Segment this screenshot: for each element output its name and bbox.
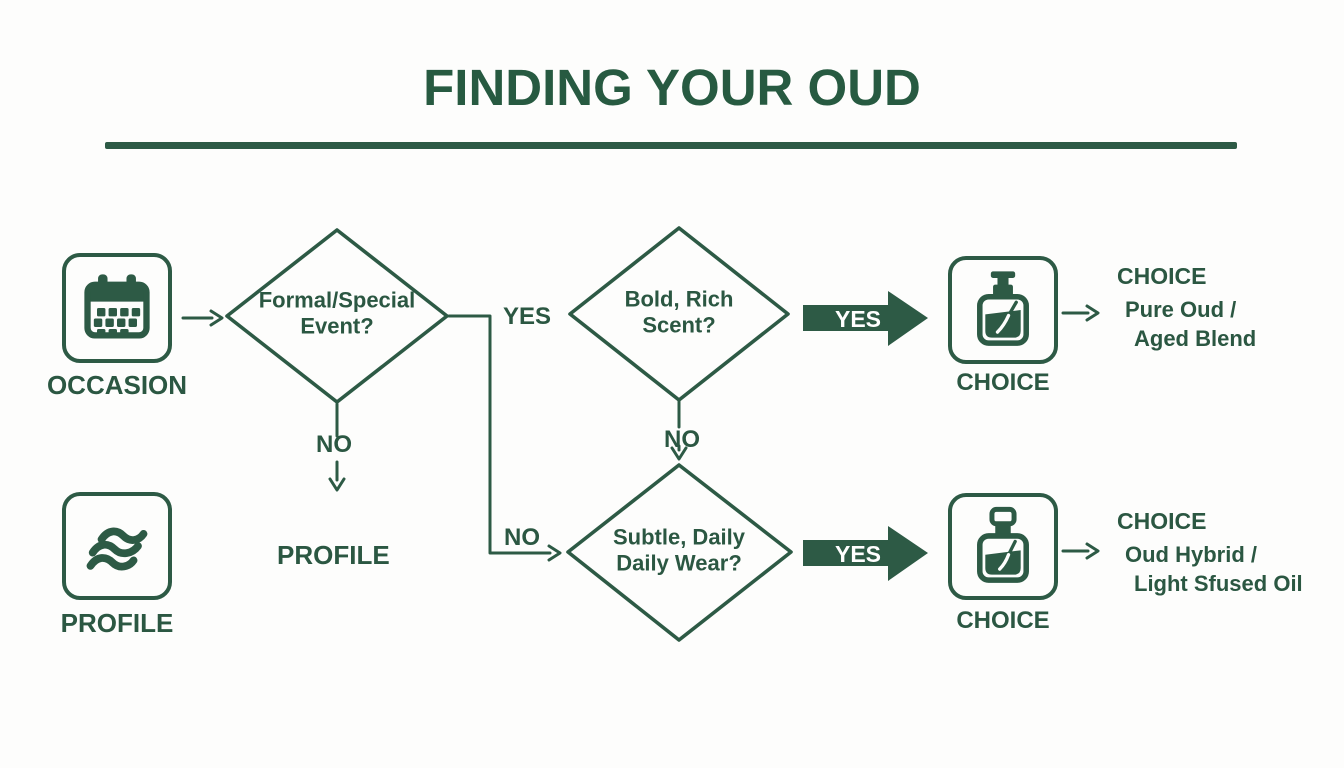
choice-bottom-label: CHOICE	[956, 607, 1050, 634]
arrowhead-right-icon	[209, 309, 224, 327]
result-bottom: CHOICE Oud Hybrid / Light Sfused Oil	[1117, 510, 1303, 595]
choice-top-label: CHOICE	[956, 369, 1050, 396]
decision-bold-text: Bold, Rich Scent?	[624, 286, 734, 338]
block-arrow-yes-bottom	[803, 526, 928, 581]
arrowhead-right-icon	[547, 544, 562, 562]
result-top-line1: Pure Oud /	[1125, 297, 1237, 322]
arrowhead-right-icon	[1085, 542, 1100, 560]
profile-node	[62, 492, 172, 600]
decision-diamond-subtle	[566, 463, 793, 642]
arrowhead-right-icon	[1085, 304, 1100, 322]
page-title: FINDING YOUR OUD	[423, 59, 921, 116]
perfume-bottle-icon	[977, 506, 1029, 583]
title-divider	[105, 142, 1237, 149]
result-top-heading: CHOICE	[1117, 263, 1207, 289]
decision-diamond-event	[225, 228, 449, 404]
calendar-icon	[84, 274, 150, 339]
result-bottom-heading: CHOICE	[1117, 508, 1207, 534]
result-top: CHOICE Pure Oud / Aged Blend	[1117, 265, 1256, 350]
result-bottom-line2: Light Sfused Oil	[1134, 571, 1303, 596]
block-arrow-yes-bottom-label: YES	[834, 541, 882, 567]
perfume-bottle-icon	[977, 271, 1029, 346]
arrowhead-down-icon	[670, 446, 688, 461]
choice-node-bottom	[948, 493, 1058, 600]
occasion-label: OCCASION	[46, 370, 188, 400]
waves-icon	[86, 527, 148, 571]
decision-event-text: Formal/Special Event?	[258, 287, 416, 339]
profile-target-label: PROFILE	[277, 540, 390, 570]
result-top-line2: Aged Blend	[1134, 326, 1257, 351]
edge-label-no-bold: NO	[664, 426, 700, 453]
edge-label-no-corner: NO	[504, 524, 540, 551]
arrowhead-down-icon	[328, 477, 346, 492]
edge-label-yes-event: YES	[503, 303, 552, 330]
result-bottom-line1: Oud Hybrid /	[1125, 542, 1257, 567]
block-arrow-yes-top	[803, 291, 928, 346]
edge-label-no-event: NO	[316, 431, 352, 458]
choice-node-top	[948, 256, 1058, 364]
decision-subtle-text: Subtle, Daily Daily Wear?	[612, 524, 746, 576]
edge-event-corner-path	[447, 314, 552, 555]
profile-source-label: PROFILE	[60, 608, 174, 638]
block-arrow-yes-top-label: YES	[834, 306, 882, 332]
occasion-node	[62, 253, 172, 363]
